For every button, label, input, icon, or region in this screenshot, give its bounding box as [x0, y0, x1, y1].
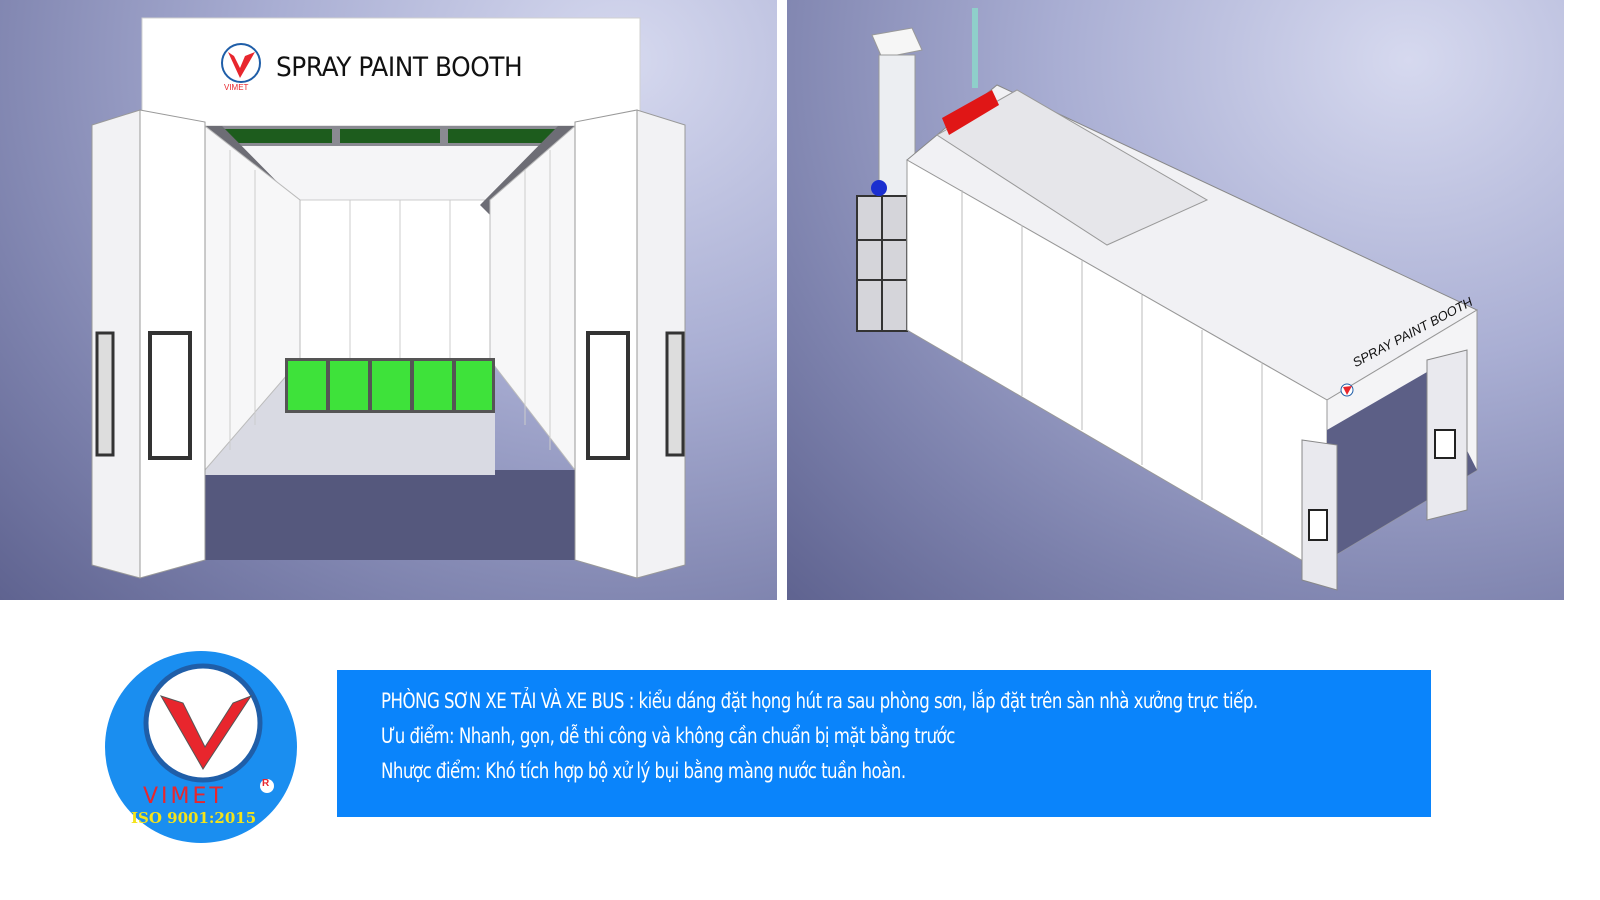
front-view-drawing — [91, 17, 686, 579]
logo-iso-text: ISO 9001:2015 — [131, 809, 257, 827]
front-view-image: SPRAY PAINT BOOTH VIMET — [0, 0, 777, 600]
description-caption: PHÒNG SƠN XE TẢI VÀ XE BUS : kiểu dáng đ… — [337, 670, 1431, 817]
isometric-view-drawing — [856, 8, 1479, 591]
caption-advantages-line: Ưu điểm: Nhanh, gọn, dễ thi công và khôn… — [381, 724, 955, 748]
logo-brand-text: VIMET — [143, 784, 226, 809]
isometric-view-image: SPRAY PAINT BOOTH — [787, 0, 1564, 600]
sign-logo-label: VIMET — [224, 83, 249, 92]
logo-registered-mark: R — [262, 778, 270, 789]
vimet-logo-icon — [105, 651, 297, 843]
caption-title-line: PHÒNG SƠN XE TẢI VÀ XE BUS : kiểu dáng đ… — [381, 689, 1258, 713]
header-sign-text: SPRAY PAINT BOOTH — [276, 52, 523, 83]
vimet-logo: R VIMET ISO 9001:2015 — [103, 651, 299, 843]
caption-disadvantages-line: Nhược điểm: Khó tích hợp bộ xử lý bụi bằ… — [381, 759, 906, 783]
